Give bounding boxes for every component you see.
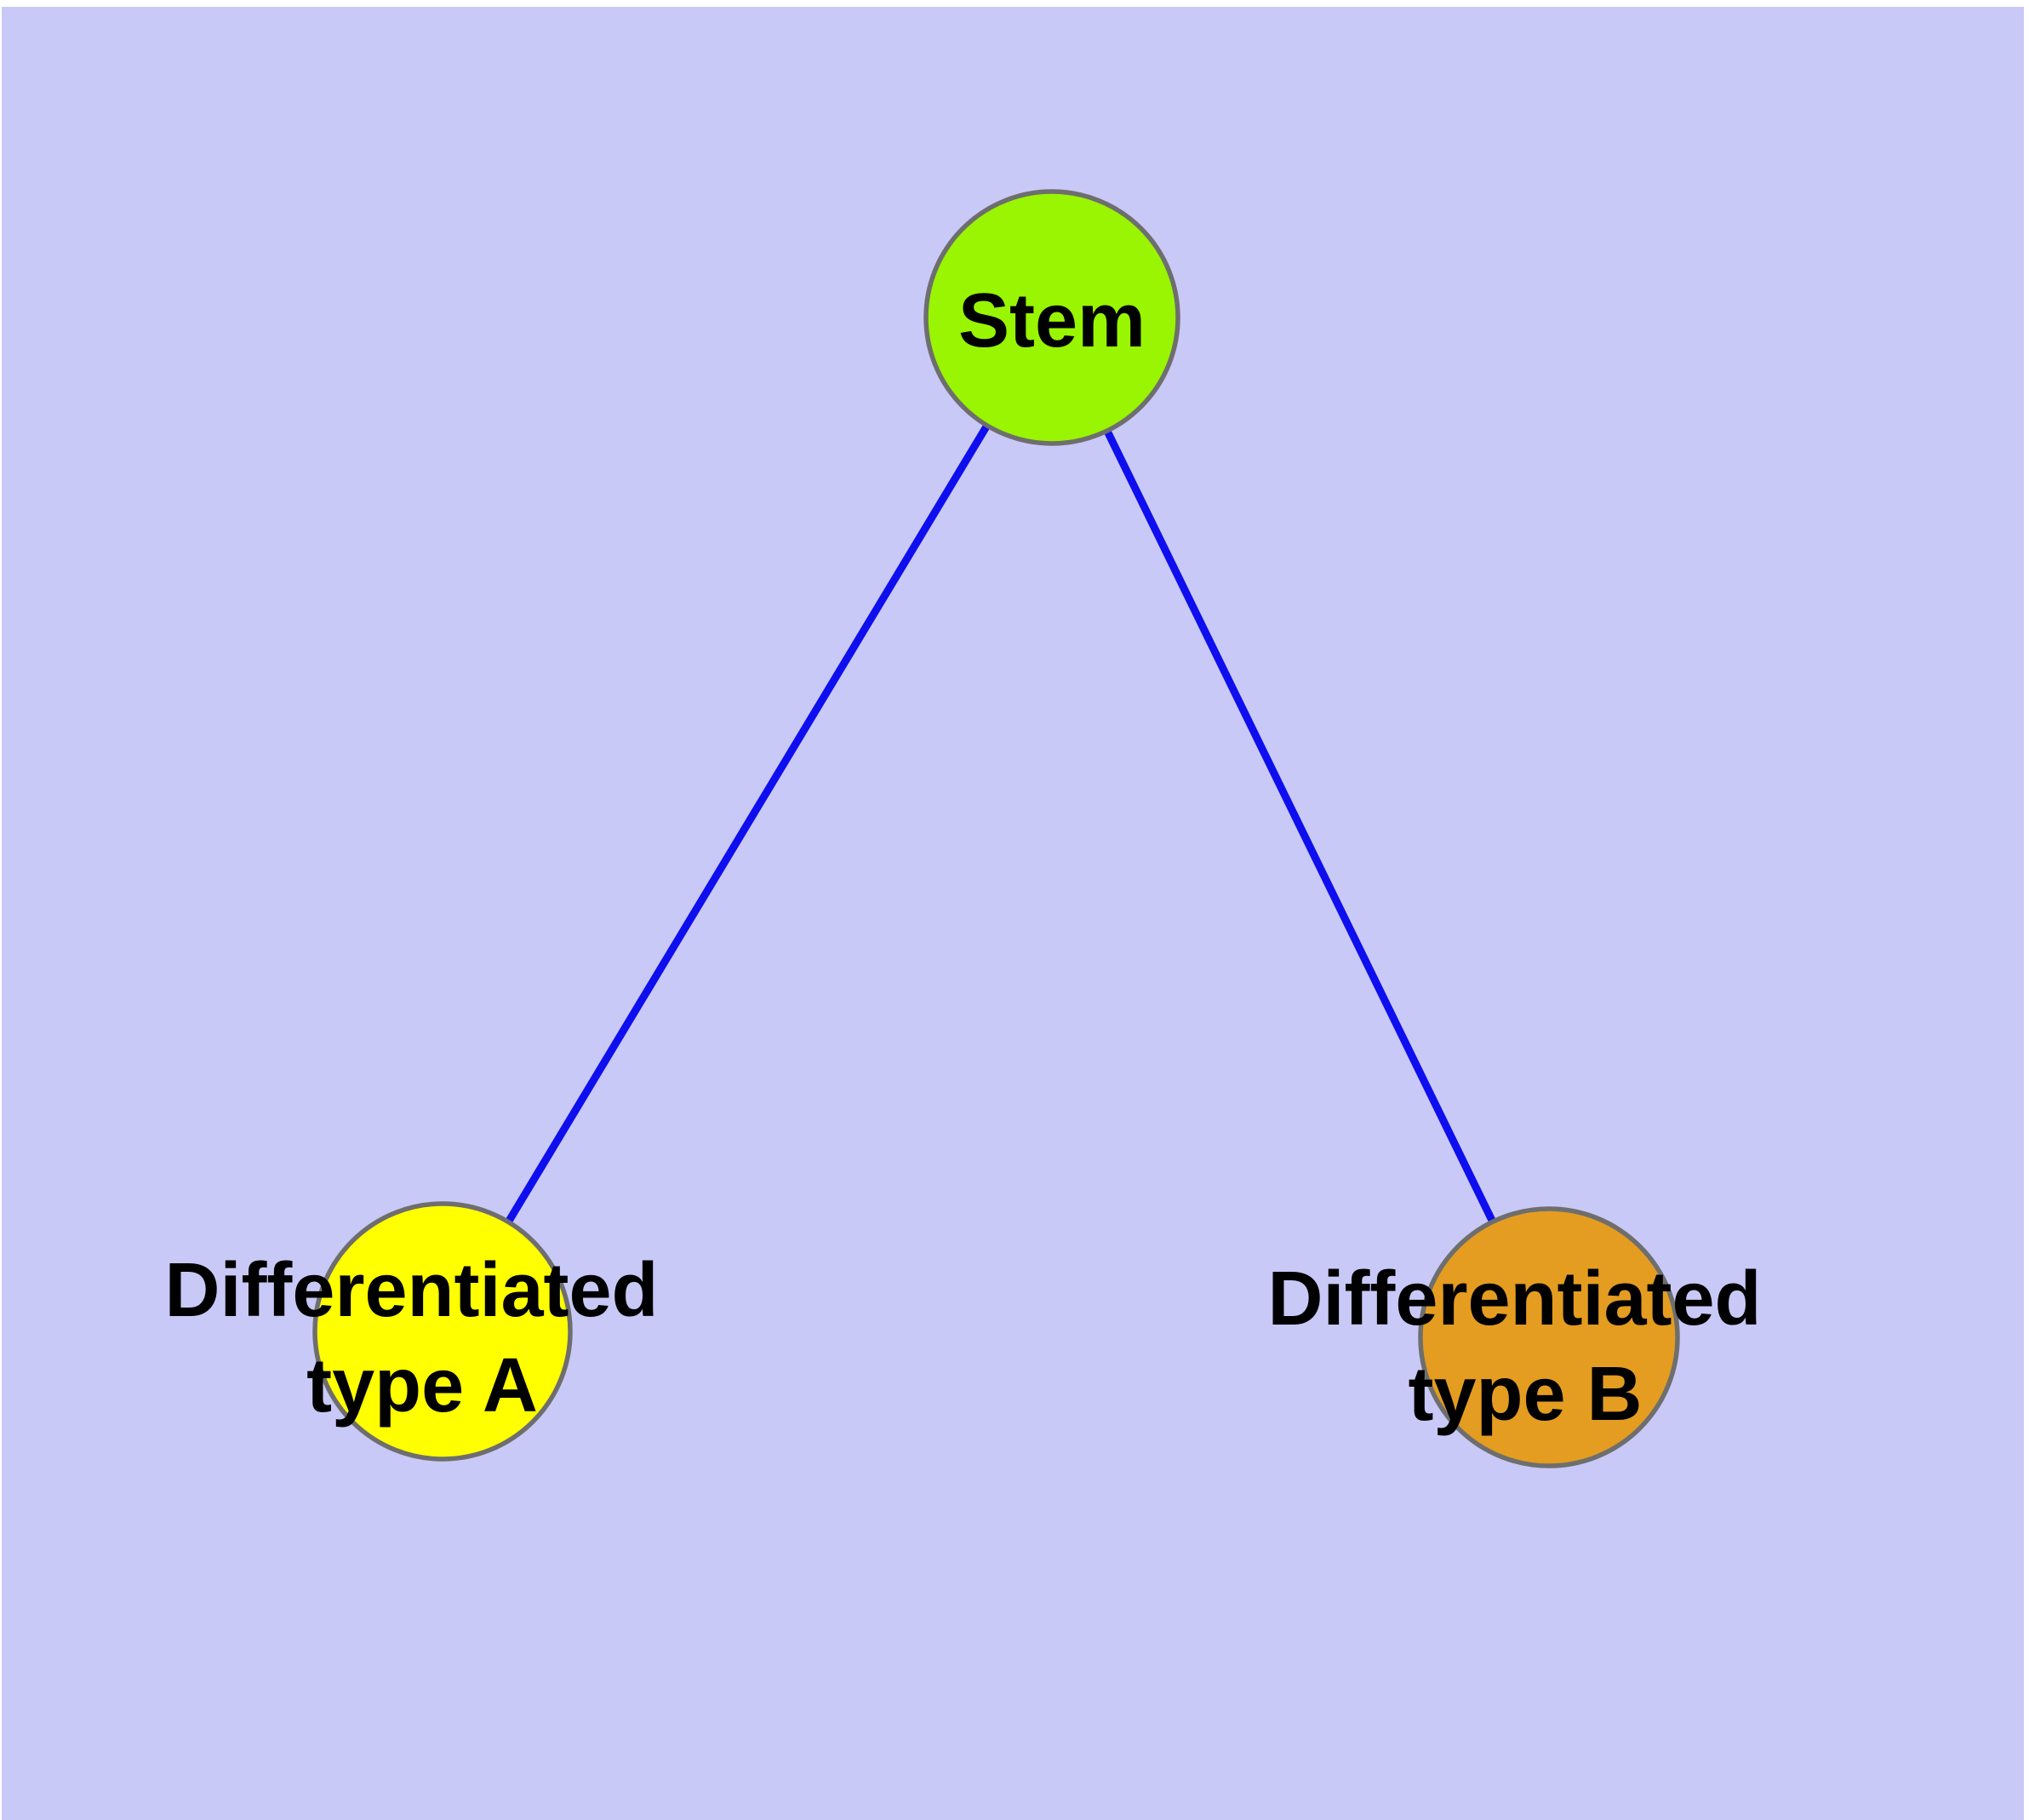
node-differentiated-type-b-label: Differentiated type B	[1267, 1256, 1782, 1437]
node-differentiated-type-a	[312, 1201, 573, 1462]
edge-stem-to-differentiated-type-a	[439, 315, 1055, 1334]
node-labels: Stem Differentiated type A Differentiate…	[164, 278, 1782, 1437]
node-stem-label: Stem	[958, 278, 1146, 363]
node-stem	[923, 189, 1180, 446]
node-differentiated-type-a-label: Differentiated type A	[164, 1248, 679, 1428]
label-line-1: Differentiated	[1267, 1256, 1761, 1342]
label-line-1: Differentiated	[164, 1248, 658, 1333]
edge-stem-to-differentiated-type-b	[1048, 316, 1553, 1339]
node-differentiated-type-b	[1418, 1206, 1680, 1468]
label-line-2: type B	[1408, 1352, 1642, 1437]
edges	[439, 315, 1553, 1339]
label-line-2: type A	[306, 1343, 538, 1428]
nodes	[312, 189, 1680, 1468]
